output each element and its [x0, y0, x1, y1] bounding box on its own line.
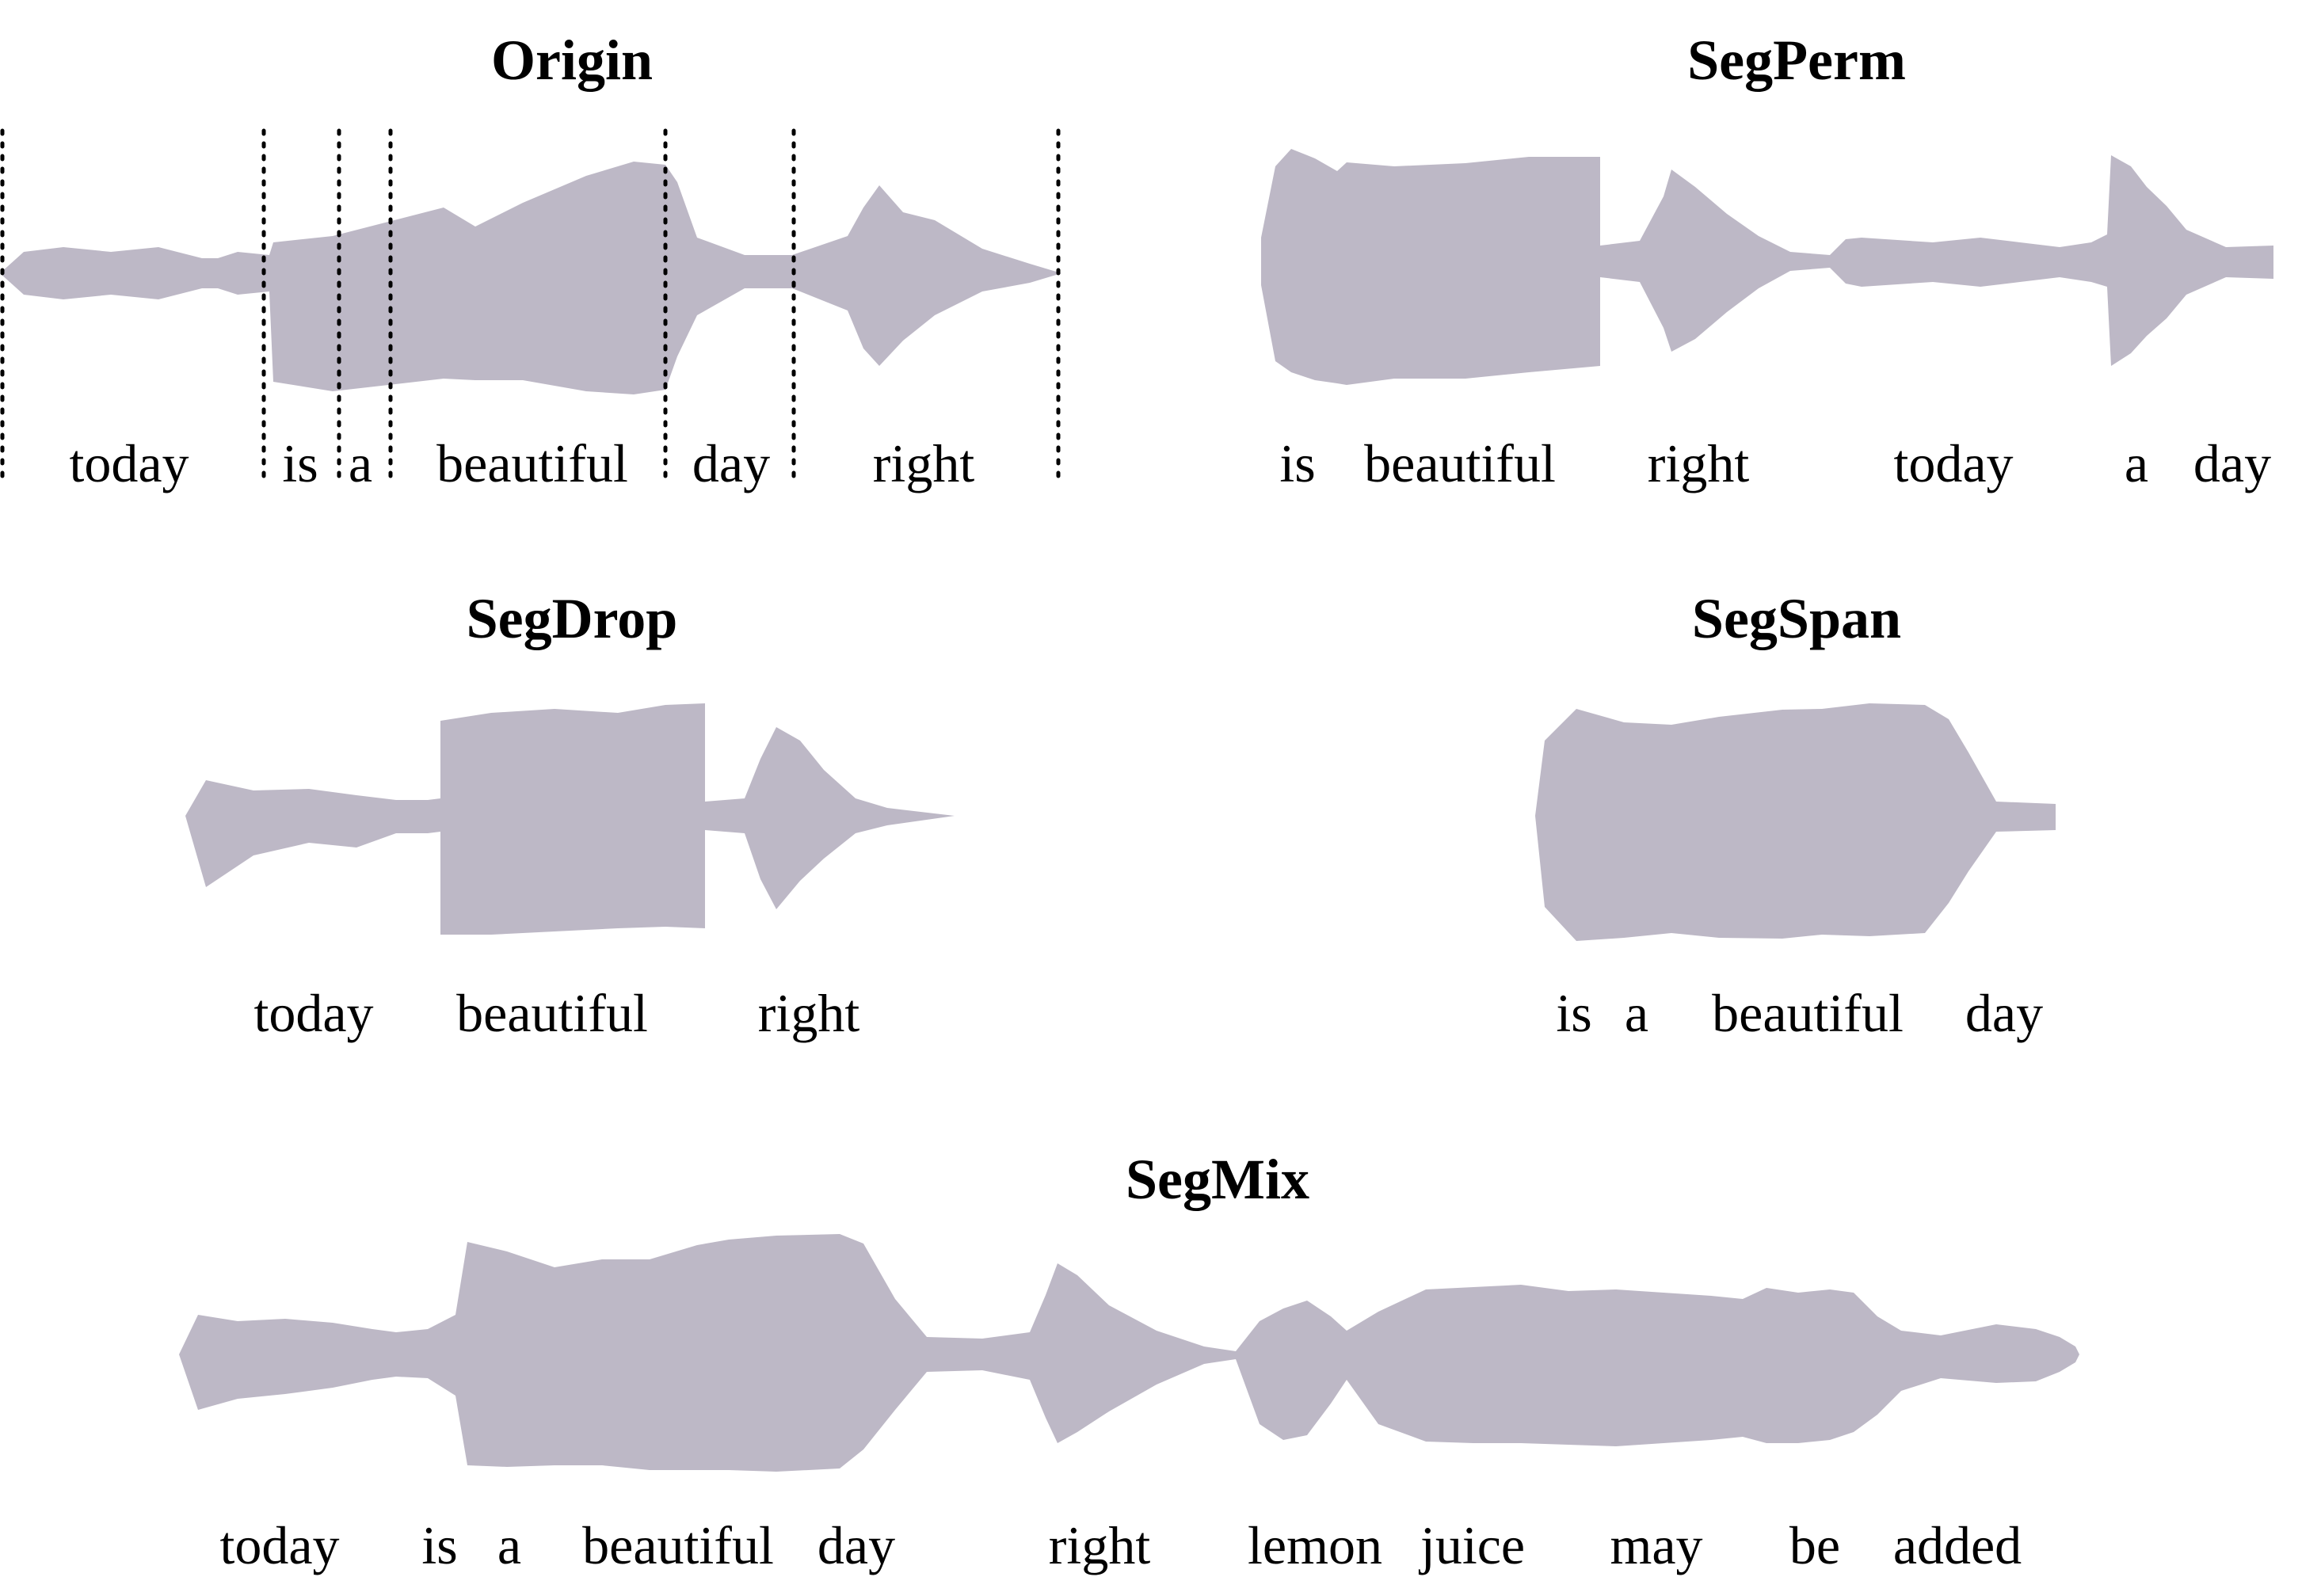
- word-label: is: [1279, 433, 1315, 493]
- panel-title-segdrop: SegDrop: [467, 587, 678, 650]
- word-label: a: [2125, 433, 2148, 493]
- word-label: a: [349, 433, 372, 493]
- word-label: lemon: [1248, 1515, 1382, 1575]
- word-label: beautiful: [1712, 983, 1904, 1043]
- waveform-segdrop: [185, 703, 955, 935]
- waveform-envelope: [1261, 149, 2273, 385]
- segment-boundaries: [0, 128, 1061, 482]
- word-label: beautiful: [436, 433, 628, 493]
- panel-segperm: SegPerm is beautiful right today a day: [1261, 29, 2273, 493]
- word-label: a: [497, 1515, 521, 1575]
- word-label: today: [219, 1515, 339, 1575]
- word-label: beautiful: [1364, 433, 1556, 493]
- waveform-envelope: [185, 703, 955, 935]
- waveform-envelope: [1535, 703, 2056, 941]
- word-label: right: [1648, 433, 1750, 493]
- word-label: day: [2193, 433, 2271, 493]
- word-labels-segdrop: today beautiful right: [253, 983, 859, 1043]
- word-labels-segmix: today is a beautiful day right lemon jui…: [219, 1515, 2022, 1575]
- word-label: day: [1965, 983, 2043, 1043]
- word-label: beautiful: [456, 983, 648, 1043]
- word-label: is: [1556, 983, 1591, 1043]
- waveform-envelope: [0, 162, 1061, 394]
- word-label: added: [1893, 1515, 2022, 1575]
- waveform-segspan: [1535, 703, 2056, 941]
- word-label: today: [69, 433, 189, 493]
- panel-origin: Origin today is a beautiful day right: [0, 29, 1061, 493]
- word-label: right: [873, 433, 975, 493]
- word-label: a: [1625, 983, 1648, 1043]
- panel-title-segperm: SegPerm: [1687, 29, 1906, 92]
- panel-segdrop: SegDrop today beautiful right: [185, 587, 955, 1043]
- word-label: today: [1893, 433, 2013, 493]
- word-labels-segperm: is beautiful right today a day: [1279, 433, 2271, 493]
- waveform-origin: [0, 162, 1061, 394]
- waveform-segperm: [1261, 149, 2273, 385]
- word-labels-origin: today is a beautiful day right: [69, 433, 974, 493]
- panel-segspan: SegSpan is a beautiful day: [1535, 587, 2056, 1043]
- waveform-segmix: [179, 1234, 2079, 1472]
- panel-title-segspan: SegSpan: [1692, 587, 1901, 650]
- panel-title-segmix: SegMix: [1126, 1148, 1309, 1211]
- panel-title-origin: Origin: [491, 29, 653, 92]
- word-labels-segspan: is a beautiful day: [1556, 983, 2043, 1043]
- word-label: is: [421, 1515, 457, 1575]
- word-label: day: [817, 1515, 895, 1575]
- word-label: day: [692, 433, 770, 493]
- word-label: is: [282, 433, 318, 493]
- panel-segmix: SegMix today is a beautiful day right le…: [179, 1148, 2079, 1575]
- waveform-envelope: [179, 1234, 2079, 1472]
- word-label: may: [1610, 1515, 1702, 1575]
- word-label: beautiful: [582, 1515, 774, 1575]
- word-label: right: [758, 983, 860, 1043]
- word-label: today: [253, 983, 373, 1043]
- word-label: right: [1049, 1515, 1151, 1575]
- word-label: be: [1789, 1515, 1840, 1575]
- word-label: juice: [1419, 1515, 1525, 1575]
